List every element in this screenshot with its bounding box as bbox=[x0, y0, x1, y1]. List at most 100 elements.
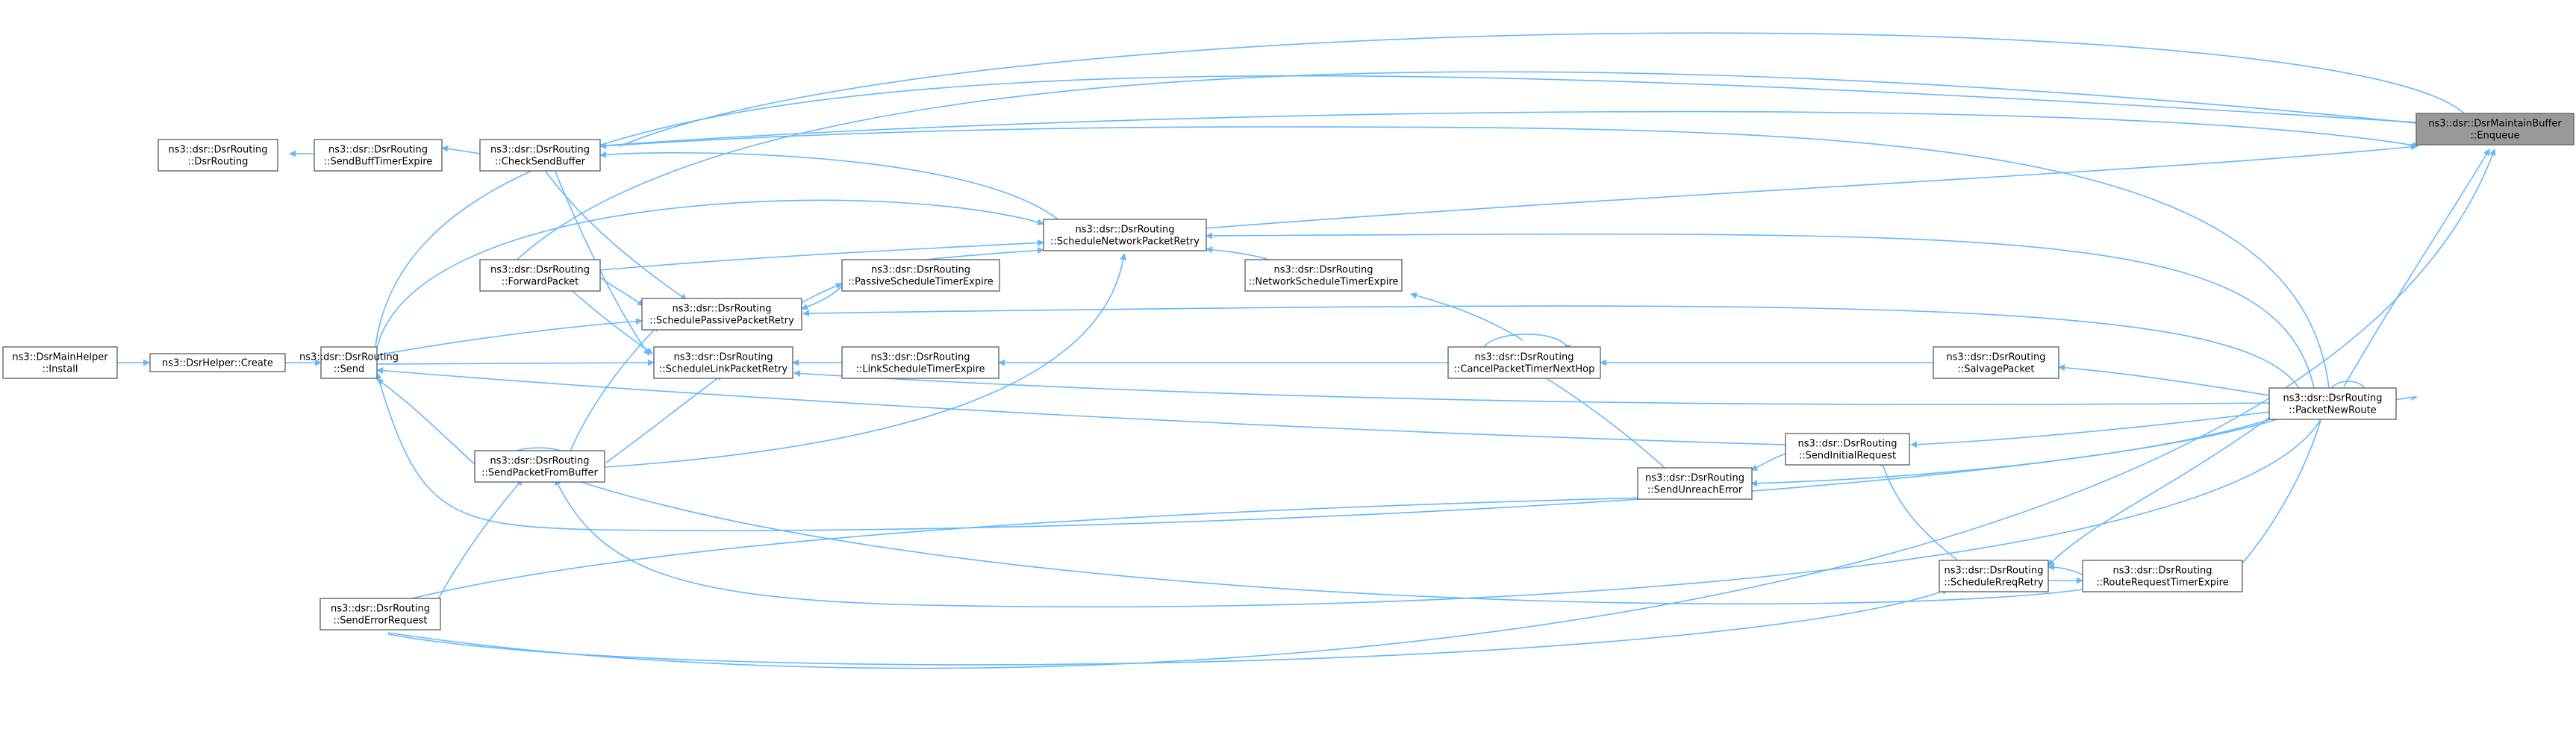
edge-packetnewroute-to-schedulenetworkpacketretry bbox=[1206, 232, 2315, 389]
node-box bbox=[641, 298, 802, 331]
edge-passivescheduletimerexpire-to-schedulepassivepacketretry bbox=[801, 286, 843, 310]
node-cancelpackettimernexthop[interactable]: ns3::dsr::DsrRouting::CancelPacketTimerN… bbox=[1447, 346, 1601, 379]
edge-schedulerreqretry-to-sendinitialrequest bbox=[1880, 459, 1971, 571]
edge-packetnewroute-to-enqueue bbox=[2343, 148, 2490, 387]
node-sendbufftimerexpire[interactable]: ns3::dsr::DsrRouting::SendBuffTimerExpir… bbox=[314, 139, 443, 172]
node-label-line: ::PassiveScheduleTimerExpire bbox=[848, 277, 994, 288]
edge-cancelpackettimernexthop-to-networkscheduletimerexpire bbox=[1410, 292, 1524, 341]
node-box bbox=[2268, 387, 2397, 420]
node-forwardpacket[interactable]: ns3::dsr::DsrRouting::ForwardPacket bbox=[479, 259, 601, 292]
edge-routerequesttimerexpire-to-schedulerreqretry bbox=[2048, 563, 2083, 575]
node-box bbox=[2, 346, 118, 379]
node-label-line: ns3::dsr::DsrRouting bbox=[1947, 352, 2046, 363]
node-label-line: ::CancelPacketTimerNextHop bbox=[1454, 364, 1595, 375]
node-schedulelinkpacketretry[interactable]: ns3::dsr::DsrRouting::ScheduleLinkPacket… bbox=[653, 346, 793, 379]
edge-senderrorrequest-to-sendpacketfrombuffer bbox=[432, 478, 523, 610]
node-label-line: ns3::dsr::DsrRouting bbox=[1798, 439, 1897, 450]
edge-checksendbuffer-to-enqueue bbox=[596, 110, 2419, 149]
node-checksendbuffer[interactable]: ns3::dsr::DsrRouting::CheckSendBuffer bbox=[479, 139, 601, 172]
edge-packetnewroute-to-schedulelinkpacketretry bbox=[793, 370, 2277, 405]
node-label-line: ::SendUnreachError bbox=[1647, 485, 1743, 496]
edge-packetnewroute-to-schedulerreqretry bbox=[2048, 417, 2270, 566]
node-label-line: ::Send bbox=[334, 364, 365, 375]
node-senderrorrequest[interactable]: ns3::dsr::DsrRouting::SendErrorRequest bbox=[319, 598, 441, 631]
node-label-line: ::ScheduleLinkPacketRetry bbox=[659, 364, 788, 375]
edge-packetnewroute-to-sendpacketfrombuffer bbox=[555, 417, 2322, 608]
node-label-line: ::CheckSendBuffer bbox=[495, 157, 586, 168]
edge-packetnewroute-to-salvagepacket bbox=[2058, 364, 2270, 396]
node-label-line: ::DsrRouting bbox=[188, 157, 249, 168]
node-label-line: ns3::dsr::DsrRouting bbox=[169, 145, 268, 156]
edge-forwardpacket-to-enqueue bbox=[507, 71, 2424, 269]
node-label-line: ::ScheduleRreqRetry bbox=[1944, 578, 2044, 589]
node-schedulenetworkpacketretry[interactable]: ns3::dsr::DsrRouting::ScheduleNetworkPac… bbox=[1043, 219, 1207, 251]
edge-senderrorrequest-to-enqueue bbox=[387, 148, 2496, 669]
node-schedulepassivepacketretry[interactable]: ns3::dsr::DsrRouting::SchedulePassivePac… bbox=[641, 298, 802, 331]
node-send[interactable]: ns3::dsr::DsrRouting::Send bbox=[299, 346, 399, 379]
node-sendinitialrequest[interactable]: ns3::dsr::DsrRouting::SendInitialRequest bbox=[1785, 433, 1910, 466]
node-packetnewroute[interactable]: ns3::dsr::DsrRouting::PacketNewRoute bbox=[2268, 387, 2397, 420]
node-label-line: ::NetworkScheduleTimerExpire bbox=[1249, 277, 1399, 288]
node-sendunreacherror[interactable]: ns3::dsr::DsrRouting::SendUnreachError bbox=[1637, 467, 1753, 500]
node-label-line: ns3::dsr::DsrRouting bbox=[674, 352, 773, 363]
node-label-line: ns3::dsr::DsrRouting bbox=[1475, 352, 1574, 363]
edge-send-to-schedulelinkpacketretry bbox=[376, 359, 655, 366]
node-linkscheduletimerexpire[interactable]: ns3::dsr::DsrRouting::LinkScheduleTimerE… bbox=[841, 346, 999, 379]
node-box bbox=[2082, 560, 2243, 592]
edge-schedulenetworkpacketretry-to-checksendbuffer bbox=[599, 151, 1061, 222]
edge-packetnewroute-to-schedulepassivepacketretry bbox=[802, 305, 2300, 389]
node-dsrrouting[interactable]: ns3::dsr::DsrRouting::DsrRouting bbox=[158, 139, 278, 172]
node-label-line: ::SendBuffTimerExpire bbox=[324, 157, 433, 168]
node-label-line: ::SchedulePassivePacketRetry bbox=[649, 316, 794, 327]
node-box bbox=[1785, 433, 1910, 466]
edge-checksendbuffer-to-sendbufftimerexpire bbox=[441, 145, 481, 154]
node-sendpacketfrombuffer[interactable]: ns3::dsr::DsrRouting::SendPacketFromBuff… bbox=[474, 450, 605, 483]
node-label-line: ::SendErrorRequest bbox=[334, 616, 428, 627]
node-box bbox=[1043, 219, 1207, 251]
edge-schedulepassivepacketretry-to-passivescheduletimerexpire bbox=[801, 283, 843, 304]
node-dsrmainhelperinstall[interactable]: ns3::DsrMainHelper::Install bbox=[2, 346, 118, 379]
node-label-line: ::Install bbox=[43, 364, 78, 375]
node-label-line: ns3::dsr::DsrRouting bbox=[331, 604, 430, 615]
node-routerequesttimerexpire[interactable]: ns3::dsr::DsrRouting::RouteRequestTimerE… bbox=[2082, 560, 2243, 592]
edge-senderrorrequest-to-schedulerreqretry bbox=[387, 588, 1949, 666]
node-passivescheduletimerexpire[interactable]: ns3::dsr::DsrRouting::PassiveScheduleTim… bbox=[841, 259, 1000, 292]
edge-packetnewroute-to-sendunreacherror bbox=[1750, 414, 2285, 487]
edge-forwardpacket-to-schedulelinkpacketretry bbox=[567, 286, 653, 354]
node-schedulerreqretry[interactable]: ns3::dsr::DsrRouting::ScheduleRreqRetry bbox=[1939, 560, 2049, 592]
node-label-line: ::RouteRequestTimerExpire bbox=[2096, 578, 2228, 589]
node-box bbox=[479, 259, 601, 292]
node-label-line: ns3::dsr::DsrRouting bbox=[1945, 566, 2044, 577]
node-box bbox=[841, 259, 1000, 292]
node-label-line: ns3::dsr::DsrRouting bbox=[2113, 566, 2212, 577]
edge-schedulenetworkpacketretry-to-enqueue bbox=[1204, 143, 2418, 229]
node-box bbox=[1939, 560, 2049, 592]
node-label-line: ::PacketNewRoute bbox=[2289, 405, 2376, 416]
node-salvagepacket[interactable]: ns3::dsr::DsrRouting::SalvagePacket bbox=[1933, 346, 2059, 379]
node-box bbox=[314, 139, 443, 172]
edge-sendpacketfrombuffer-to-schedulenetworkpacketretry bbox=[604, 253, 1127, 468]
node-label-line: ns3::dsr::DsrRouting bbox=[490, 145, 590, 156]
node-label-line: ns3::dsr::DsrRouting bbox=[673, 304, 772, 315]
node-enqueue[interactable]: ns3::dsr::DsrMaintainBuffer::Enqueue bbox=[2416, 113, 2575, 146]
edge-checksendbuffer-to-schedulepassivepacketretry bbox=[540, 163, 687, 301]
edges bbox=[117, 32, 2496, 669]
edge-sendpacketfrombuffer-to-schedulelinkpacketretry bbox=[605, 374, 723, 463]
edge-cancelpackettimernexthop-self bbox=[1481, 334, 1571, 354]
node-label-line: ns3::dsr::DsrRouting bbox=[299, 352, 399, 363]
node-box bbox=[479, 139, 601, 172]
node-label-line: ns3::dsr::DsrRouting bbox=[328, 145, 428, 156]
node-label-line: ns3::dsr::DsrMaintainBuffer bbox=[2428, 119, 2562, 130]
edge-sendunreacherror-to-cancelpackettimernexthop bbox=[1537, 372, 1673, 475]
node-box bbox=[1637, 467, 1753, 500]
edge-sendinitialrequest-to-send bbox=[376, 367, 1786, 445]
node-label-line: ::LinkScheduleTimerExpire bbox=[855, 364, 985, 375]
node-label-line: ns3::DsrMainHelper bbox=[12, 352, 108, 363]
node-label-line: ns3::dsr::DsrRouting bbox=[1274, 265, 1373, 276]
node-box bbox=[653, 346, 793, 379]
node-networkscheduletimerexpire[interactable]: ns3::dsr::DsrRouting::NetworkScheduleTim… bbox=[1244, 259, 1403, 292]
edge-checksendbuffer-to-schedulelinkpacketretry bbox=[552, 163, 650, 356]
nodes: ns3::dsr::DsrMaintainBuffer::Enqueuens3:… bbox=[2, 113, 2575, 631]
node-dsrhelpercreate[interactable]: ns3::DsrHelper::Create bbox=[149, 353, 286, 372]
